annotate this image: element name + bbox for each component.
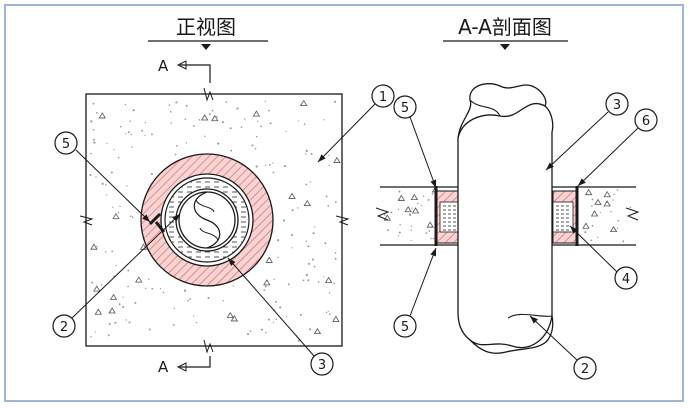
callout-section-4: 4 — [569, 225, 638, 290]
callout-section-6: 6 — [577, 108, 658, 187]
callout-section-3: 3 — [545, 92, 629, 171]
callout-section-4-label: 4 — [622, 272, 630, 287]
front-view-title-triangle — [201, 44, 211, 50]
section-mark-bottom-label: A — [158, 358, 169, 376]
callout-front-3-label: 3 — [318, 358, 326, 373]
section-mark-bottom: A — [158, 356, 211, 376]
callout-section-5-top: 5 — [393, 95, 437, 189]
callout-front-1-label: 1 — [379, 90, 387, 105]
callout-front-2: 2 — [52, 213, 181, 338]
callout-front-1: 1 — [317, 84, 395, 163]
casing-section — [434, 186, 579, 246]
callout-section-3-label: 3 — [613, 98, 621, 113]
section-view-title-group: A-A剖面图 — [443, 15, 568, 50]
section-mark-top-label: A — [158, 57, 169, 75]
callout-front-5: 5 — [54, 131, 151, 223]
callout-section-5-top-label: 5 — [401, 101, 409, 116]
callout-section-2: 2 — [529, 315, 597, 380]
section-mark-top: A — [158, 57, 211, 83]
callout-section-6-label: 6 — [642, 114, 650, 129]
pipe-section-long — [457, 83, 554, 354]
callout-front-3: 3 — [227, 257, 334, 376]
front-view-title: 正视图 — [176, 15, 236, 39]
callout-front-2-label: 2 — [60, 320, 68, 335]
pipe-section-front — [178, 191, 236, 249]
callout-section-2-label: 2 — [581, 362, 589, 377]
drawing-frame — [4, 4, 684, 402]
front-view-title-group: 正视图 — [148, 15, 268, 50]
section-view-title: A-A剖面图 — [458, 15, 552, 39]
callout-section-5-bottom-label: 5 — [401, 320, 409, 335]
callout-section-5-bottom: 5 — [393, 247, 437, 338]
callout-front-5-label: 5 — [62, 137, 70, 152]
